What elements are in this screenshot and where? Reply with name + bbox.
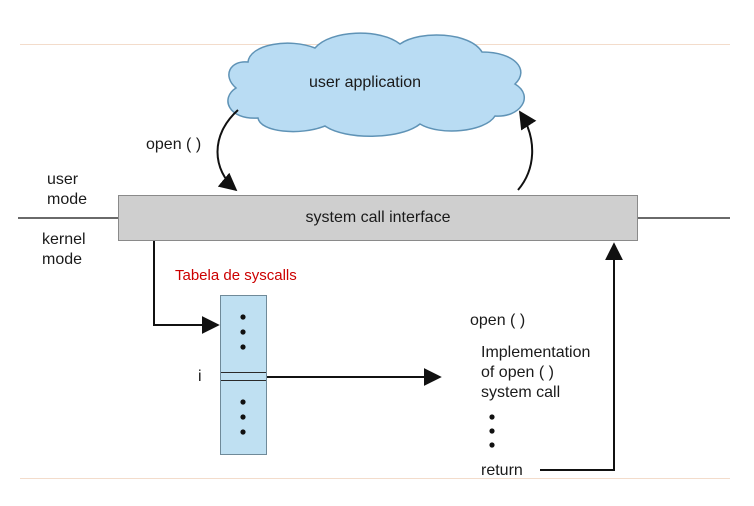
table-index-label: i — [198, 368, 202, 385]
syscall-table-title: Tabela de syscalls — [175, 267, 297, 284]
kernel-mode-label-2: mode — [42, 251, 83, 268]
table-dot — [240, 329, 246, 335]
bottom-divider — [20, 478, 730, 479]
system-call-interface-box: system call interface — [118, 195, 638, 241]
syscall-table-dots — [240, 314, 246, 435]
table-dot — [240, 414, 246, 420]
impl-dot — [489, 442, 495, 448]
lookup-arrow — [153, 241, 220, 334]
implementation-heading: open ( ) — [470, 312, 526, 329]
implementation-line-3: system call — [481, 384, 561, 401]
call-arrow-label: open ( ) — [146, 136, 202, 153]
return-arrow — [540, 242, 623, 471]
kernel-mode-label-1: kernel — [42, 231, 86, 248]
table-row-top — [221, 372, 266, 373]
syscall-table — [220, 295, 267, 455]
user-mode-label-2: mode — [47, 191, 88, 208]
user-mode-label-1: user — [47, 171, 79, 188]
system-call-interface-label: system call interface — [305, 209, 451, 226]
impl-dot — [489, 414, 495, 420]
user-application-label: user application — [309, 74, 422, 91]
table-row-bottom — [221, 380, 266, 381]
return-label: return — [481, 462, 523, 479]
user-application-cloud — [227, 32, 525, 137]
table-dot — [240, 429, 246, 435]
impl-dot — [489, 428, 495, 434]
implementation-line-2: of open ( ) — [481, 364, 554, 381]
return-to-app-arrow — [517, 110, 537, 191]
table-dot — [240, 314, 246, 320]
table-dot — [240, 344, 246, 350]
table-dot — [240, 399, 246, 405]
implementation-line-1: Implementation — [481, 344, 591, 361]
call-arrow — [216, 109, 239, 192]
